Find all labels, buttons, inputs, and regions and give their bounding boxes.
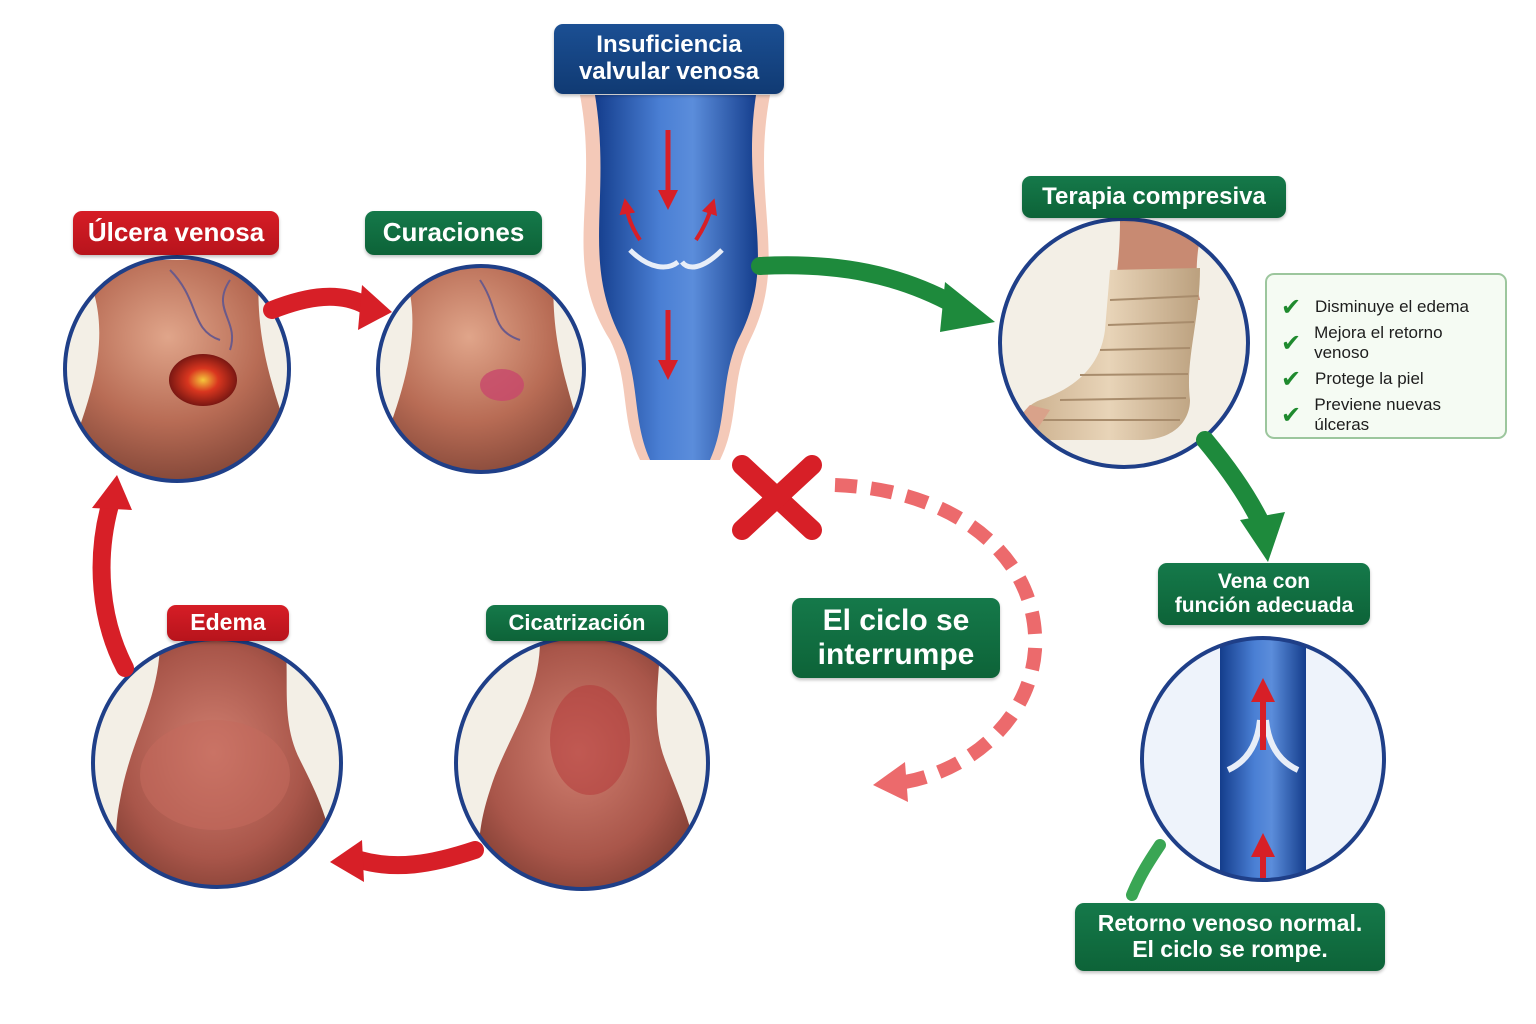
healthy-vein-image xyxy=(1140,636,1386,882)
arrow-edema-to-ulcer xyxy=(92,475,132,510)
scarring-image xyxy=(454,635,710,891)
cycle-arrows xyxy=(92,256,1285,901)
check-icon: ✔ xyxy=(1281,293,1302,321)
benefit-item: ✔ Previene nuevas úlceras xyxy=(1281,395,1497,434)
healthy-vein-line-2: función adecuada xyxy=(1174,594,1354,617)
check-icon: ✔ xyxy=(1281,365,1302,393)
edema-image xyxy=(91,637,343,889)
compression-bandage-image xyxy=(998,217,1250,469)
normal-return-line-2: El ciclo se rompe. xyxy=(1132,936,1328,962)
cross-icon xyxy=(732,455,822,540)
label-edema: Edema xyxy=(167,605,289,641)
benefit-item: ✔ Disminuye el edema xyxy=(1281,289,1497,325)
benefit-text: Disminuye el edema xyxy=(1315,297,1470,316)
benefit-item: ✔ Protege la piel xyxy=(1281,361,1497,397)
label-healing: Curaciones xyxy=(365,211,542,255)
arrow-ulcer-to-healing xyxy=(358,285,392,330)
healthy-vein-line-1: Vena con xyxy=(1217,570,1311,594)
arrow-scarring-to-edema xyxy=(330,840,364,882)
benefit-text: Previene nuevas úlceras xyxy=(1314,395,1441,434)
arrow-dashed-return xyxy=(873,762,908,802)
healing-image xyxy=(376,264,586,474)
label-insufficiency: Insuficiencia valvular venosa xyxy=(554,24,784,94)
label-healthy-vein: Vena con función adecuada xyxy=(1158,563,1370,625)
insufficient-vein-illustration xyxy=(580,95,770,460)
check-icon: ✔ xyxy=(1281,401,1302,429)
label-ulcer: Úlcera venosa xyxy=(73,211,279,255)
cycle-interrupted-line-2: interrumpe xyxy=(817,638,975,671)
benefits-box: ✔ Disminuye el edema ✔ Mejora el retorno… xyxy=(1265,273,1507,439)
normal-return-line-1: Retorno venoso normal. xyxy=(1097,910,1363,937)
arrow-to-healthy-vein xyxy=(1240,512,1285,562)
label-therapy: Terapia compresiva xyxy=(1022,176,1286,218)
benefit-item: ✔ Mejora el retorno venoso xyxy=(1281,323,1497,362)
label-normal-return: Retorno venoso normal. El ciclo se rompe… xyxy=(1075,903,1385,971)
benefit-text: Protege la piel xyxy=(1315,369,1424,388)
arrow-to-therapy xyxy=(940,282,995,332)
insufficiency-line-1: Insuficiencia xyxy=(596,31,742,59)
cycle-interrupted-line-1: El ciclo se xyxy=(822,604,970,638)
check-icon: ✔ xyxy=(1281,329,1302,357)
label-cycle-interrupted: El ciclo se interrumpe xyxy=(792,598,1000,678)
ulcer-image xyxy=(63,255,291,483)
insufficiency-line-2: valvular venosa xyxy=(578,58,760,85)
label-scarring: Cicatrización xyxy=(486,605,668,641)
benefit-text: Mejora el retorno venoso xyxy=(1314,323,1443,362)
